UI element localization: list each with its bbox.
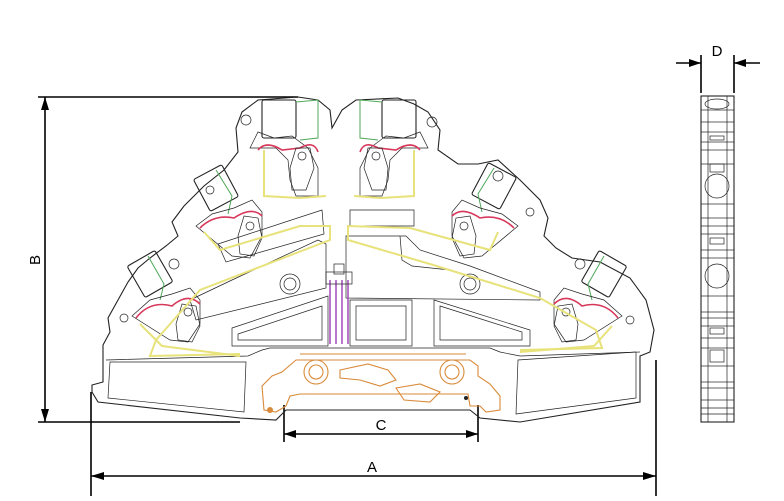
conductor-bars: [139, 150, 613, 358]
clamp-mid-left: [193, 164, 263, 259]
clamp-low-left: [127, 250, 201, 343]
dimension-c: C: [283, 405, 479, 442]
bridge-bars: [325, 263, 353, 344]
clamp-top-right: [359, 99, 429, 197]
din-rail-foot: [261, 353, 501, 413]
dimension-a-label: A: [367, 459, 377, 476]
clamp-mid-right: [451, 162, 519, 259]
dimension-d: D: [676, 43, 760, 93]
dimension-b-label: B: [27, 255, 44, 265]
clamp-low-right: [553, 250, 627, 343]
dimension-b: B: [27, 96, 298, 423]
dimension-c-label: C: [376, 417, 387, 434]
side-view: [700, 95, 735, 423]
terminal-housing: [91, 96, 655, 423]
clamp-top-left: [249, 99, 319, 197]
inner-chambers: [119, 114, 635, 347]
dimension-d-label: D: [712, 43, 723, 60]
dimension-a: A: [90, 360, 657, 496]
